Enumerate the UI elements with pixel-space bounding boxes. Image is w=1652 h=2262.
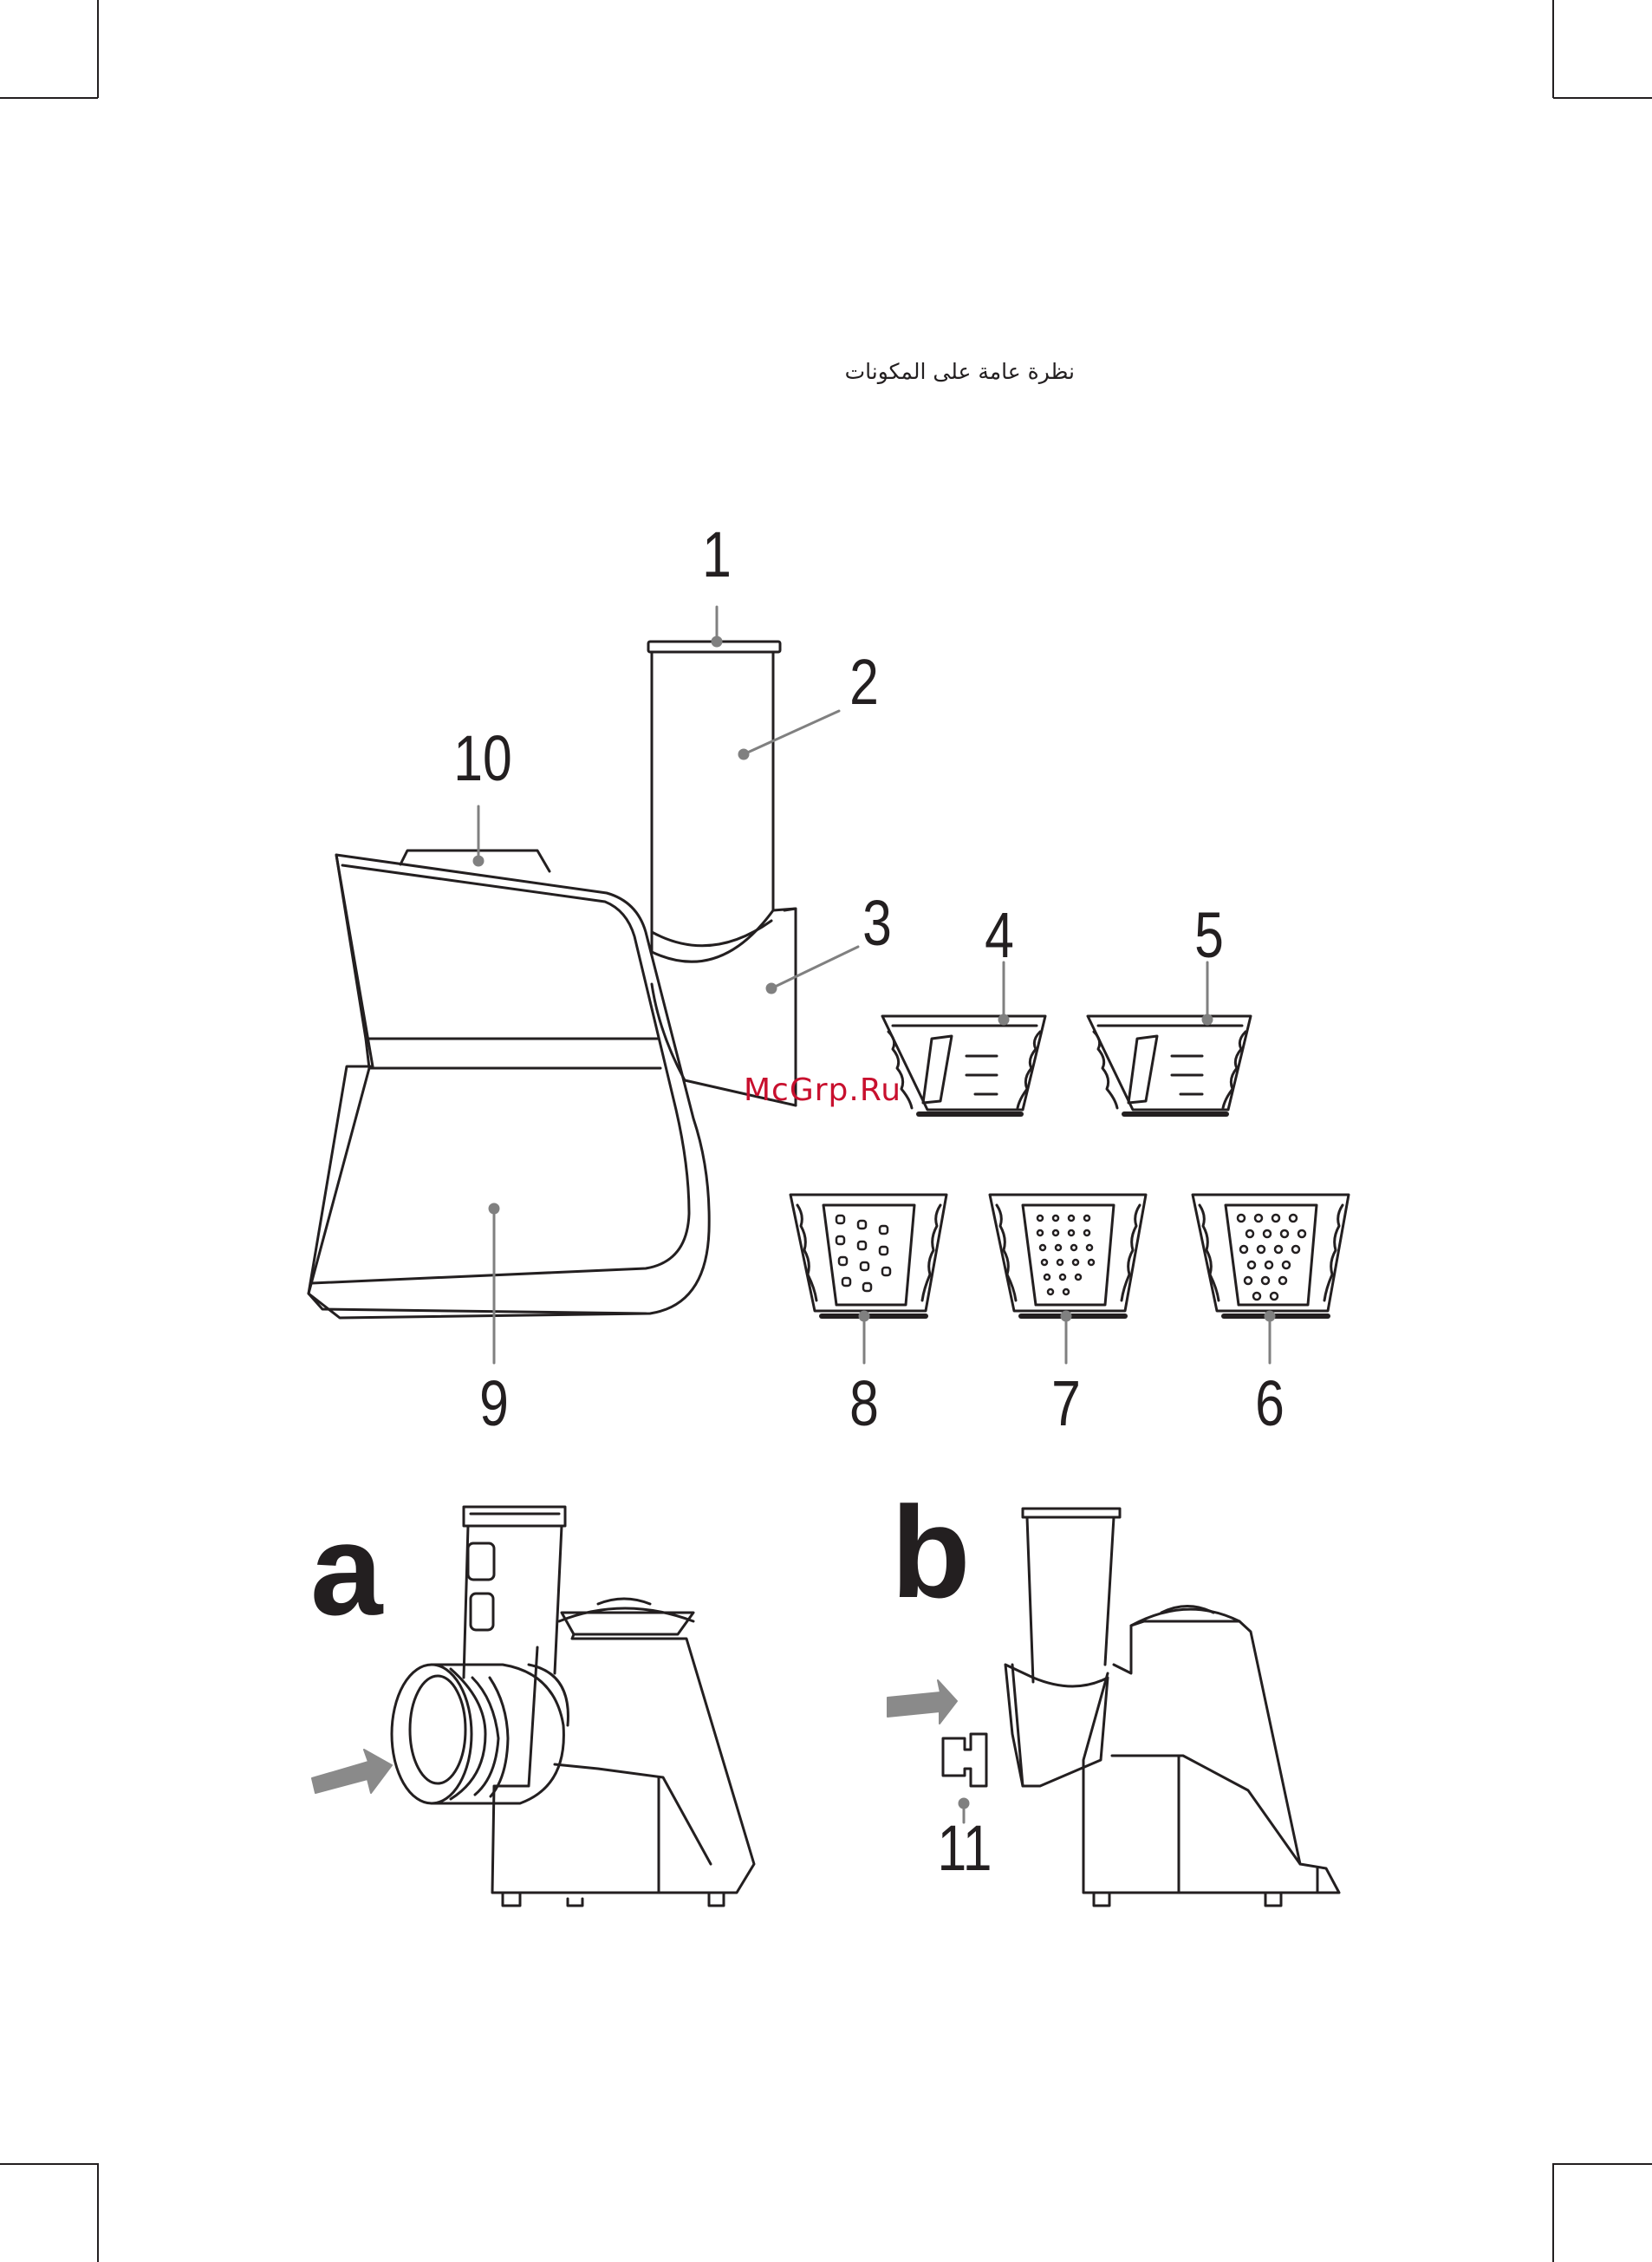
label-2: 2 (832, 650, 896, 714)
figure-a-arrow (312, 1750, 392, 1793)
label-5: 5 (1177, 903, 1241, 968)
figure-label-a: a (310, 1504, 382, 1634)
label-4: 4 (967, 903, 1031, 968)
label-8: 8 (832, 1372, 896, 1436)
housing-outer (309, 855, 709, 1318)
drum-8 (790, 1195, 946, 1316)
drum-4 (882, 1016, 1045, 1114)
drum-6 (1193, 1195, 1349, 1316)
label-3: 3 (845, 891, 909, 955)
appliance-body (309, 851, 709, 1318)
label-1: 1 (685, 523, 749, 587)
label-9: 9 (462, 1372, 526, 1436)
drum-5 (1088, 1016, 1251, 1114)
figure-label-b: b (891, 1487, 971, 1617)
figure-b-arrow (888, 1680, 957, 1724)
figure-a-machine (392, 1507, 754, 1906)
feed-tube-body (652, 652, 773, 952)
figure-b-machine (943, 1509, 1339, 1906)
housing-base (309, 1294, 646, 1314)
label-7: 7 (1034, 1372, 1098, 1436)
cutting-head-inner (652, 921, 771, 946)
feed-tube (648, 642, 796, 1105)
label-11: 11 (933, 1816, 997, 1881)
label-10: 10 (451, 727, 515, 791)
label-6: 6 (1238, 1372, 1302, 1436)
housing-left (309, 855, 369, 1294)
watermark: McGrp.Ru (744, 1072, 901, 1108)
leader-lines (474, 607, 1274, 1822)
drum-7 (990, 1195, 1146, 1316)
